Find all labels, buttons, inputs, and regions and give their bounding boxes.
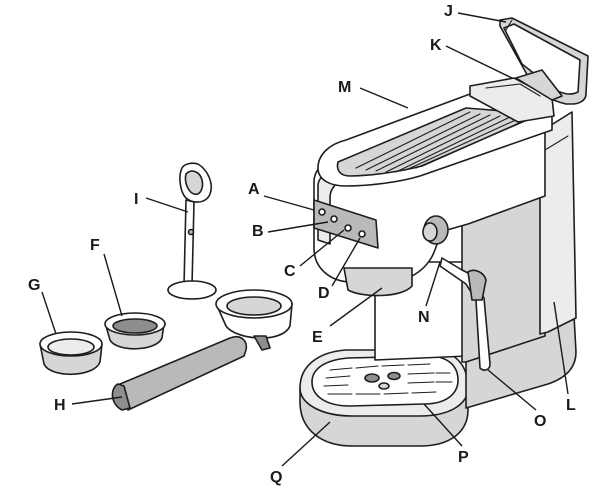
leader-C [299,229,345,267]
callout-C: C [284,263,296,280]
leader-P [423,403,463,447]
water-tank [469,69,563,123]
callout-M: M [338,79,351,96]
callout-N: N [418,309,430,326]
leader-Q [281,421,331,467]
callout-O: O [534,413,546,430]
leader-N [425,261,441,307]
callout-Q: Q [270,469,282,486]
leader-F [103,253,123,317]
cup-warming-tray [317,93,553,187]
callout-D: D [318,285,330,302]
callout-A: A [248,181,260,198]
leader-lines [41,12,569,467]
filter-basket-double [104,312,166,350]
callout-F: F [90,237,100,254]
leader-K [445,45,513,79]
machine-body [313,111,577,363]
leader-H [71,396,123,405]
callout-J: J [444,3,453,20]
espresso-machine [299,17,589,447]
callout-P: P [458,449,469,466]
leader-O [487,369,537,411]
leader-L [553,301,569,395]
tamper [167,162,217,300]
callout-labels: A B C D E F G H I J K L M N O P Q [28,3,576,486]
callout-B: B [252,223,264,240]
portafilter [111,289,293,411]
callout-K: K [430,37,442,54]
callout-E: E [312,329,323,346]
callout-L: L [566,397,576,414]
callout-H: H [54,397,66,414]
leader-B [267,221,329,233]
steam-wand [439,257,491,371]
leader-E [329,287,383,327]
leader-I [145,197,189,213]
filter-basket-single [39,331,103,375]
leader-D [331,237,361,287]
leader-A [263,195,315,211]
leader-J [457,12,507,23]
leader-M [359,87,409,109]
callout-G: G [28,277,40,294]
callout-I: I [134,191,138,208]
leader-G [41,291,57,335]
drip-tray-grid [311,355,459,407]
